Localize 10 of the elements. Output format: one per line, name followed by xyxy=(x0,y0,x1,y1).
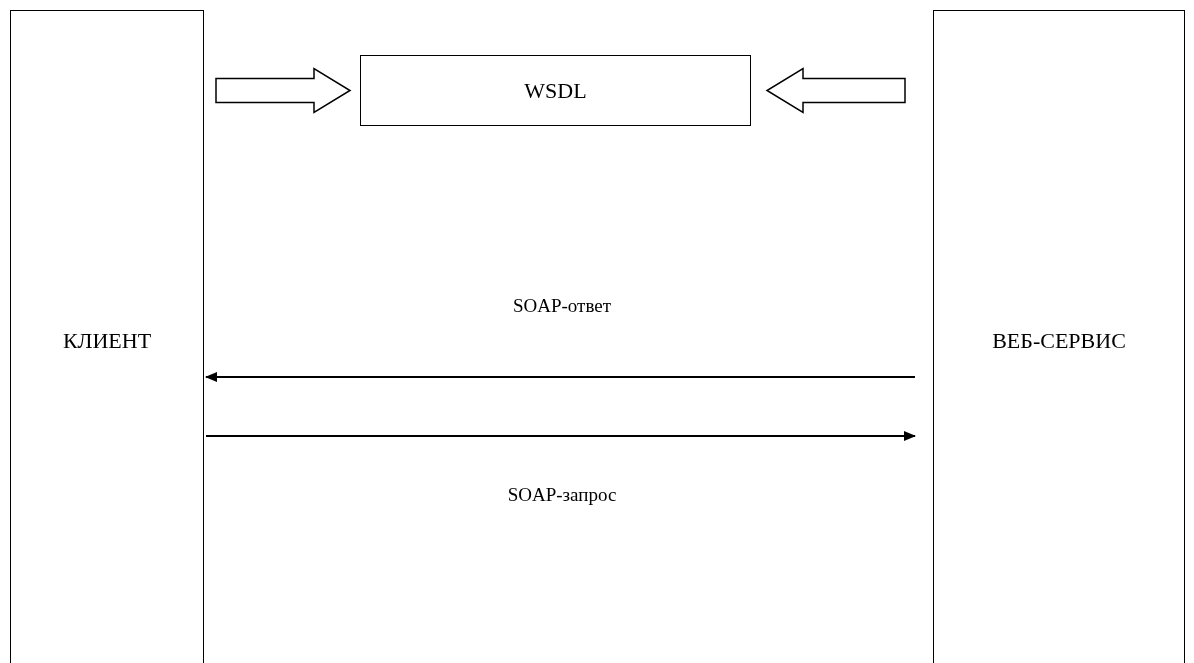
block-arrow xyxy=(765,67,906,114)
process-box xyxy=(360,55,751,126)
arrow xyxy=(205,431,916,441)
arrow xyxy=(205,372,916,382)
node-label: WSDL xyxy=(524,77,587,104)
lane-box xyxy=(933,10,1185,663)
block-arrow xyxy=(215,67,352,114)
lane-box xyxy=(10,10,204,663)
node-label: ВЕБ-СЕРВИС xyxy=(992,327,1126,354)
node-label: КЛИЕНТ xyxy=(62,327,152,354)
